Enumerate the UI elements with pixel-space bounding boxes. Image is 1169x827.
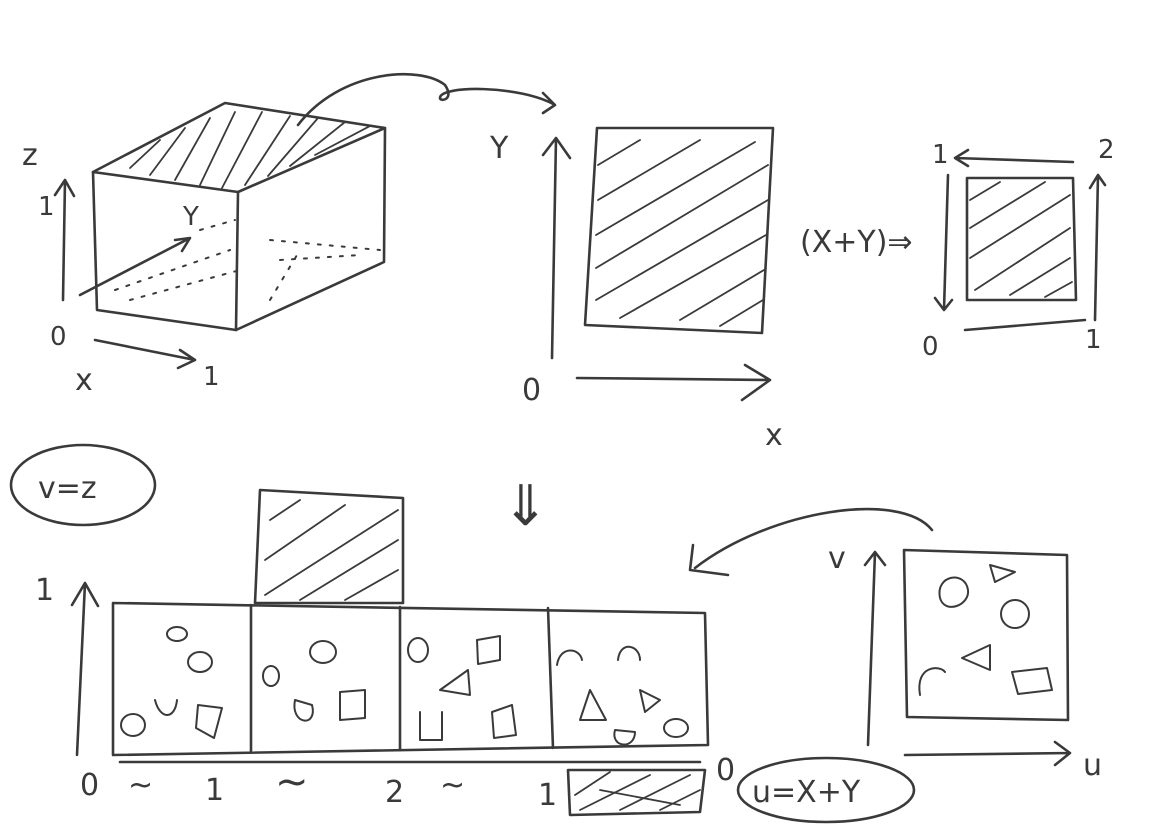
cube-origin-label: 0 bbox=[50, 322, 67, 352]
small-square-corner-top-left: 1 bbox=[932, 140, 949, 170]
uv-square-diagram: v u u=X+Y bbox=[736, 541, 1102, 824]
small-square-frame bbox=[965, 176, 1078, 302]
square-axis-y bbox=[541, 136, 572, 360]
cube-top-hatch bbox=[129, 111, 371, 189]
strip-tick-6: 1 bbox=[538, 778, 557, 813]
strip-top-block bbox=[253, 488, 405, 605]
cube-axis-z bbox=[53, 178, 76, 302]
cube-axis-y bbox=[78, 236, 192, 297]
square-axis-y-label: Y bbox=[489, 131, 509, 166]
uv-axis-u bbox=[903, 740, 1072, 767]
cube-axis-x-label: x bbox=[75, 363, 93, 398]
transform-expression: (X+Y)⇒ bbox=[800, 225, 913, 260]
square-axis-x-label: x bbox=[765, 418, 783, 453]
strip-axis-v bbox=[70, 581, 100, 757]
uv-u-label: u=X+Y bbox=[752, 775, 861, 810]
cube-tick-z-label: 1 bbox=[38, 192, 55, 222]
cube-axis-x bbox=[93, 338, 197, 370]
uv-axis-v-label: v bbox=[828, 541, 846, 576]
strip-tick-2: 1 bbox=[205, 773, 224, 808]
cube-axis-z-label: z bbox=[22, 138, 38, 173]
cube-diagram: z Y x 0 1 1 bbox=[22, 101, 387, 398]
uv-axis-v bbox=[863, 550, 887, 747]
square-hatch bbox=[595, 139, 769, 327]
strip-end-hatch bbox=[574, 771, 701, 811]
cube-axis-y-label: Y bbox=[182, 202, 199, 232]
small-square-hatch bbox=[969, 181, 1073, 298]
strip-end-label: 0 bbox=[716, 753, 735, 788]
square-shape bbox=[583, 126, 775, 335]
strip-cell-3-particles bbox=[407, 635, 517, 741]
strip-tick-3: ~ bbox=[275, 759, 309, 805]
strip-cell-2-particles bbox=[262, 640, 366, 722]
cube-right-edge bbox=[234, 126, 387, 332]
strip-cell-1-particles bbox=[120, 626, 223, 739]
small-square-corner-bottom-left: 0 bbox=[922, 332, 939, 362]
square-axis-x bbox=[575, 363, 772, 402]
uv-to-strip-arrow bbox=[688, 507, 934, 577]
square-origin-label: 0 bbox=[522, 373, 541, 408]
strip-divider-3 bbox=[546, 606, 555, 750]
cube-tick-x-label: 1 bbox=[203, 362, 220, 392]
down-implies-arrow: ⇓ bbox=[502, 474, 549, 539]
small-square-corner-bottom-right: 1 bbox=[1085, 325, 1102, 355]
strip-diagram: v=z 1 bbox=[9, 443, 735, 817]
strip-v-label: v=z bbox=[38, 471, 97, 506]
small-square-corner-top-right: 2 bbox=[1098, 135, 1115, 165]
strip-tick-0: 0 bbox=[80, 768, 99, 803]
small-square-arrow-right bbox=[1088, 173, 1107, 322]
strip-tick-4: 2 bbox=[385, 775, 404, 810]
strip-tick-1: ~ bbox=[128, 768, 153, 803]
uv-axis-u-label: u bbox=[1083, 748, 1102, 783]
uv-square-particles bbox=[918, 564, 1053, 696]
small-square-arrow-bottom bbox=[963, 318, 1087, 332]
strip-cell-4-particles bbox=[556, 645, 689, 746]
uv-u-label-oval bbox=[736, 756, 916, 824]
strip-axis-top-label: 1 bbox=[35, 573, 54, 608]
small-square-diagram: 1 2 0 1 bbox=[922, 135, 1115, 362]
small-square-arrow-top bbox=[953, 148, 1075, 168]
cube-to-square-arrow bbox=[296, 72, 557, 127]
cube-bottom-dots bbox=[114, 219, 381, 301]
square-diagram: Y x 0 bbox=[489, 126, 783, 453]
strip-end-hatched-box bbox=[566, 768, 707, 817]
uv-square-frame bbox=[902, 548, 1070, 722]
strip-top-block-hatch bbox=[264, 499, 399, 601]
strip-outline bbox=[111, 601, 710, 757]
small-square-arrow-left bbox=[933, 173, 954, 312]
strip-v-label-oval bbox=[9, 443, 157, 527]
strip-tick-5: ~ bbox=[440, 768, 465, 803]
